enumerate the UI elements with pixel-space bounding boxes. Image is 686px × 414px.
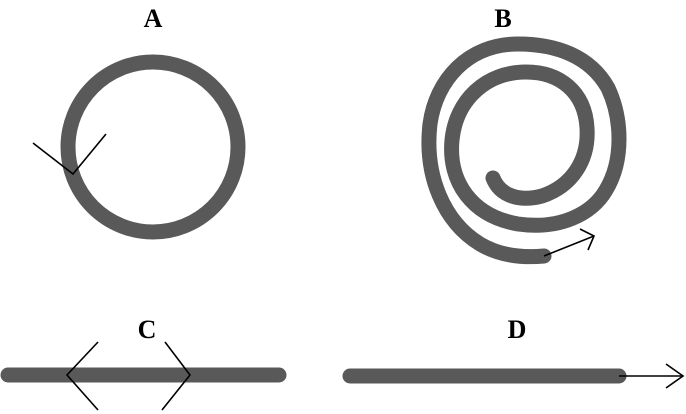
panel-a-figure [33,62,238,232]
panel-c-figure [8,342,279,410]
panel-d-figure [350,364,683,388]
circular-strand [68,62,238,232]
spiral-strand [429,44,619,257]
panel-b-figure [429,44,619,257]
arrow-shaft [544,236,594,256]
